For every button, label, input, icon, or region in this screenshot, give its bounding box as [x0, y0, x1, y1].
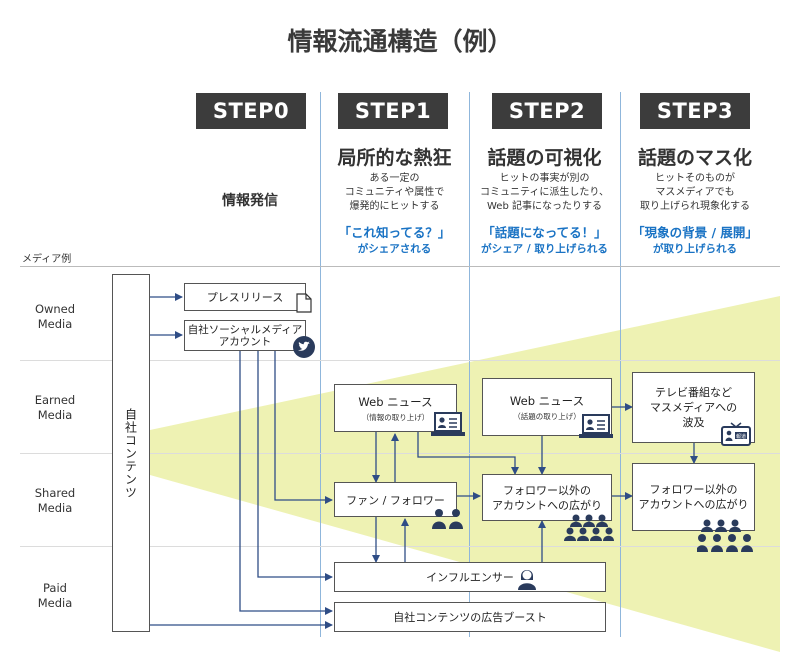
highlight-sub: がシェア / 取り上げられる	[481, 243, 608, 255]
non-follower-spread-box: フォロワー以外の アカウントへの広がり	[482, 474, 612, 521]
mass-media-label: テレビ番組など マスメディアへの 波及	[649, 386, 738, 429]
web-news-label: Web ニュース	[509, 393, 585, 408]
laptop-news-icon	[431, 412, 465, 436]
mass-media-box: テレビ番組など マスメディアへの 波及	[632, 372, 755, 443]
row-label-owned: Owned Media	[34, 302, 76, 331]
step1-highlight: 「これ知ってる？」 がシェアされる	[320, 222, 469, 256]
step1-label: STEP1	[338, 93, 448, 129]
row-separator	[20, 266, 780, 267]
laptop-news-icon	[579, 414, 613, 438]
step3-highlight: 「現象の背景 / 展開」 が取り上げられる	[620, 222, 770, 256]
people-group-icon	[432, 509, 463, 529]
description-line: Web 記事になったりする	[487, 201, 602, 212]
step2-label: STEP2	[492, 93, 602, 129]
web-news-sub: （話題の取り上げ）	[513, 411, 581, 421]
people-crowd-large-icon	[697, 519, 753, 552]
influencer-label: インフルエンサー	[426, 571, 514, 584]
description-line: ヒットそのものが	[655, 173, 735, 184]
step3-label: STEP3	[640, 93, 750, 129]
column-divider	[320, 92, 321, 637]
highlight-quote: 「これ知ってる？」	[338, 225, 451, 240]
description-line: ヒットの事実が別の	[499, 173, 590, 184]
row-label-earned: Earned Media	[34, 393, 76, 422]
own-content-box: 自社コンテンツ	[112, 274, 150, 632]
highlight-quote: 「話題になってる！」	[482, 225, 607, 240]
description-line: 取り上げられ現象化する	[640, 201, 750, 212]
description-line: 爆発的にヒットする	[349, 201, 440, 212]
step2-description: ヒットの事実が別の コミュニティに派生したり、 Web 記事になったりする	[469, 172, 620, 214]
step3-heading: 話題のマス化	[637, 147, 752, 169]
column-divider	[620, 92, 621, 637]
row-label-paid: Paid Media	[37, 581, 73, 610]
step0-heading: 情報発信	[222, 193, 278, 209]
step1-heading: 局所的な熱狂	[337, 147, 452, 169]
press-release-box: プレスリリース	[184, 283, 306, 311]
description-line: コミュニティに派生したり、	[480, 187, 609, 198]
page-title: 情報流通構造（例）	[287, 27, 513, 56]
step1-description: ある一定の コミュニティや属性で 爆発的にヒットする	[320, 172, 469, 214]
row-separator	[20, 546, 780, 547]
own-content-label: 自社コンテンツ	[123, 407, 138, 499]
web-news-sub: （情報の取り上げ）	[361, 412, 430, 422]
description-line: マスメディアでも	[655, 187, 735, 198]
step0-label: STEP0	[196, 93, 306, 129]
step2-heading: 話題の可視化	[487, 147, 602, 169]
non-follower-spread-label: フォロワー以外の アカウントへの広がり	[638, 483, 749, 511]
tv-icon: 報道	[721, 422, 751, 446]
media-header: メディア例	[22, 254, 72, 265]
social-account-label: 自社ソーシャルメディア アカウント	[187, 323, 303, 348]
fans-followers-label: ファン / フォロワー	[346, 493, 445, 507]
highlight-sub: が取り上げられる	[653, 243, 737, 255]
non-follower-spread-label: フォロワー以外の アカウントへの広がり	[492, 483, 602, 512]
highlight-sub: がシェアされる	[357, 243, 432, 255]
web-news-label: Web ニュース	[358, 394, 433, 409]
row-separator	[20, 360, 780, 361]
influencer-icon	[518, 570, 536, 590]
row-separator	[20, 453, 780, 454]
document-icon	[296, 293, 312, 313]
description-line: コミュニティや属性で	[344, 187, 445, 198]
tv-badge-text: 報道	[736, 433, 746, 440]
ad-boost-box: 自社コンテンツの広告ブースト	[334, 602, 606, 632]
people-crowd-icon	[564, 514, 614, 541]
press-release-label: プレスリリース	[206, 291, 284, 304]
column-divider	[469, 92, 470, 637]
step2-highlight: 「話題になってる！」 がシェア / 取り上げられる	[469, 222, 620, 256]
highlight-quote: 「現象の背景 / 展開」	[632, 225, 758, 240]
twitter-icon	[293, 336, 315, 358]
non-follower-spread-box-mass: フォロワー以外の アカウントへの広がり	[632, 463, 755, 531]
social-account-box: 自社ソーシャルメディア アカウント	[184, 320, 306, 351]
influencer-box: インフルエンサー	[334, 562, 606, 592]
row-label-shared: Shared Media	[34, 486, 76, 515]
step3-description: ヒットそのものが マスメディアでも 取り上げられ現象化する	[620, 172, 770, 214]
description-line: ある一定の	[369, 173, 420, 184]
ad-boost-label: 自社コンテンツの広告ブースト	[393, 611, 547, 624]
